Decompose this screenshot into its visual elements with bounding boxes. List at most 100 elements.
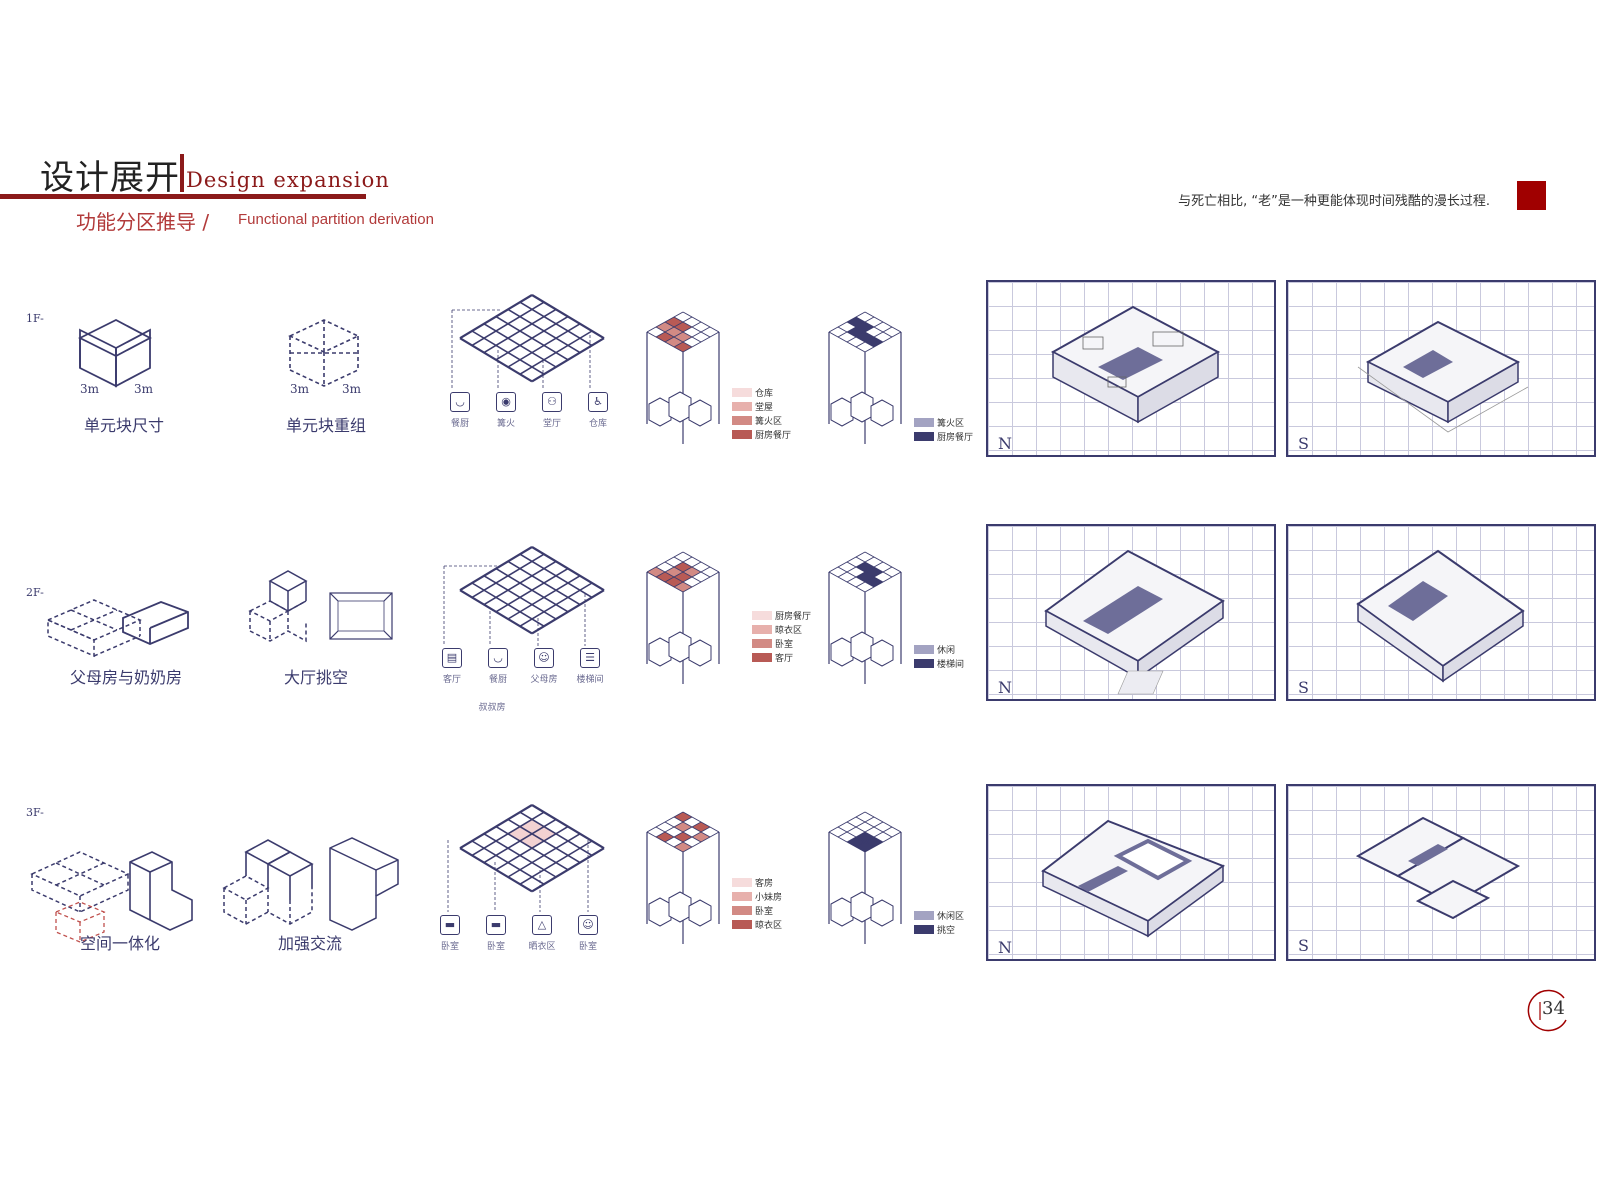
tower-block xyxy=(688,639,712,667)
function-icon-item: ◡ 餐厨 xyxy=(440,392,480,429)
sofa-icon: ▤ xyxy=(442,648,462,668)
legend-item: 客厅 xyxy=(752,650,811,664)
dim-label: 3m xyxy=(80,382,100,396)
tower-block xyxy=(648,397,672,427)
floor-plan-iso xyxy=(1356,549,1525,683)
legend-item: 厨房餐厅 xyxy=(914,429,973,443)
legend-swatch xyxy=(914,658,934,668)
legend-item: 晾衣区 xyxy=(732,917,782,931)
caption-unit-size: 单元块尺寸 xyxy=(83,416,164,435)
bed-icon: ▬ xyxy=(486,915,506,935)
legend-label: 堂屋 xyxy=(755,402,774,413)
legend-label: 挑空 xyxy=(937,925,956,936)
function-icon-item: ▬卧室 xyxy=(476,915,516,952)
floor-plan-iso xyxy=(1050,305,1221,424)
legend-item: 卧室 xyxy=(732,903,782,917)
function-icon-label: 父母房 xyxy=(530,675,558,685)
legend-label: 篝火区 xyxy=(937,418,965,429)
header-quote: 与死亡相比, “老”是一种更能体现时间残酷的漫长过程. xyxy=(1178,194,1490,209)
legend-swatch xyxy=(732,387,752,397)
iso-grid-diagram xyxy=(459,804,605,893)
grid-leader-lines xyxy=(451,309,591,390)
legend-item: 小妹房 xyxy=(732,889,782,903)
function-icon-item: △晒衣区 xyxy=(522,915,562,952)
legend-blue-1f: 篝火区厨房餐厅 xyxy=(914,415,973,443)
caption-parents-room: 父母房与奶奶房 xyxy=(69,668,182,687)
extra-room-label: 叔叔房 xyxy=(478,703,506,713)
function-icon-label: 仓库 xyxy=(588,419,607,429)
legend-item: 厨房餐厅 xyxy=(732,427,791,441)
plan-north-3f: N xyxy=(986,784,1276,961)
legend-swatch xyxy=(914,910,934,920)
tower-top-cell xyxy=(674,842,692,852)
function-icon-label: 卧室 xyxy=(578,942,597,952)
tower-diagram-red xyxy=(646,311,720,444)
grid-leader-lines xyxy=(447,840,589,912)
caption-unit-recombine: 单元块重组 xyxy=(285,416,366,435)
tower-block xyxy=(830,397,854,427)
legend-swatch xyxy=(752,652,772,662)
plan-orientation-label: N xyxy=(998,678,1012,697)
caption-space-integration: 空间一体化 xyxy=(79,934,160,953)
section-subtitle: 功能分区推导 / xyxy=(76,210,210,234)
tower-block xyxy=(648,637,672,667)
legend-item: 晾衣区 xyxy=(752,622,811,636)
legend-label: 卧室 xyxy=(775,639,794,650)
legend-label: 楼梯间 xyxy=(937,659,965,670)
grid-line xyxy=(459,337,533,383)
stacked-cubes-diagram xyxy=(248,570,393,643)
tower-diagram-blue xyxy=(828,551,902,684)
tower-block xyxy=(850,391,874,423)
dim-label: 3m xyxy=(342,382,362,396)
section-subtitle-en: Functional partition derivation xyxy=(238,211,434,228)
legend-swatch xyxy=(732,905,752,915)
floor-label-1f: 1F- xyxy=(26,312,44,325)
grid-line xyxy=(531,847,605,893)
unit-cube-diagram xyxy=(77,318,152,388)
plan-north-1f: N xyxy=(986,280,1276,457)
tower-block xyxy=(850,631,874,663)
legend-item: 厨房餐厅 xyxy=(752,608,811,622)
tower-diagram-blue xyxy=(828,311,902,444)
legend-item: 客房 xyxy=(732,875,782,889)
bowl-icon: ◡ xyxy=(450,392,470,412)
function-icon-item: ◉篝火 xyxy=(486,392,526,429)
plan-orientation-label: N xyxy=(998,434,1012,453)
legend-label: 小妹房 xyxy=(755,892,783,903)
dashed-cluster-diagram xyxy=(46,599,189,658)
tower-block xyxy=(850,891,874,923)
legend-label: 晾衣区 xyxy=(775,625,803,636)
legend-label: 仓库 xyxy=(755,388,774,399)
legend-swatch xyxy=(732,415,752,425)
function-icon-label: 餐厨 xyxy=(450,419,469,429)
floor-label-3f: 3F- xyxy=(26,806,44,819)
page-number-circle xyxy=(1527,989,1567,1032)
iso-grid-diagram xyxy=(459,294,605,383)
legend-swatch xyxy=(752,624,772,634)
legend-label: 晾衣区 xyxy=(755,920,783,931)
tower-block xyxy=(688,899,712,927)
title-divider xyxy=(180,154,184,192)
grid-line xyxy=(531,337,605,383)
tower-block xyxy=(648,897,672,927)
page-number: 34 xyxy=(1542,998,1565,1019)
legend-blue-2f: 休闲楼梯间 xyxy=(914,642,964,670)
tower-block xyxy=(830,897,854,927)
bed-icon: ▬ xyxy=(440,915,460,935)
function-icon-item: ♿仓库 xyxy=(578,392,618,429)
legend-item: 仓库 xyxy=(732,385,791,399)
floor-label-2f: 2F- xyxy=(26,586,44,599)
tower-diagram-blue xyxy=(828,811,902,944)
function-icon-item: ▬卧室 xyxy=(430,915,470,952)
stairs-icon: ☰ xyxy=(580,648,600,668)
legend-label: 厨房餐厅 xyxy=(937,432,974,443)
grid-line xyxy=(471,582,545,627)
legend-red-1f: 仓库堂屋篝火区厨房餐厅 xyxy=(732,385,791,441)
function-icon-item: ☰楼梯间 xyxy=(570,648,610,685)
legend-label: 篝火区 xyxy=(755,416,783,427)
tower-block xyxy=(688,399,712,427)
tower-top-cell xyxy=(692,822,710,832)
legend-item: 楼梯间 xyxy=(914,656,964,670)
person-icon: ☺ xyxy=(578,915,598,935)
function-icon-item: ⚇堂厅 xyxy=(532,392,572,429)
